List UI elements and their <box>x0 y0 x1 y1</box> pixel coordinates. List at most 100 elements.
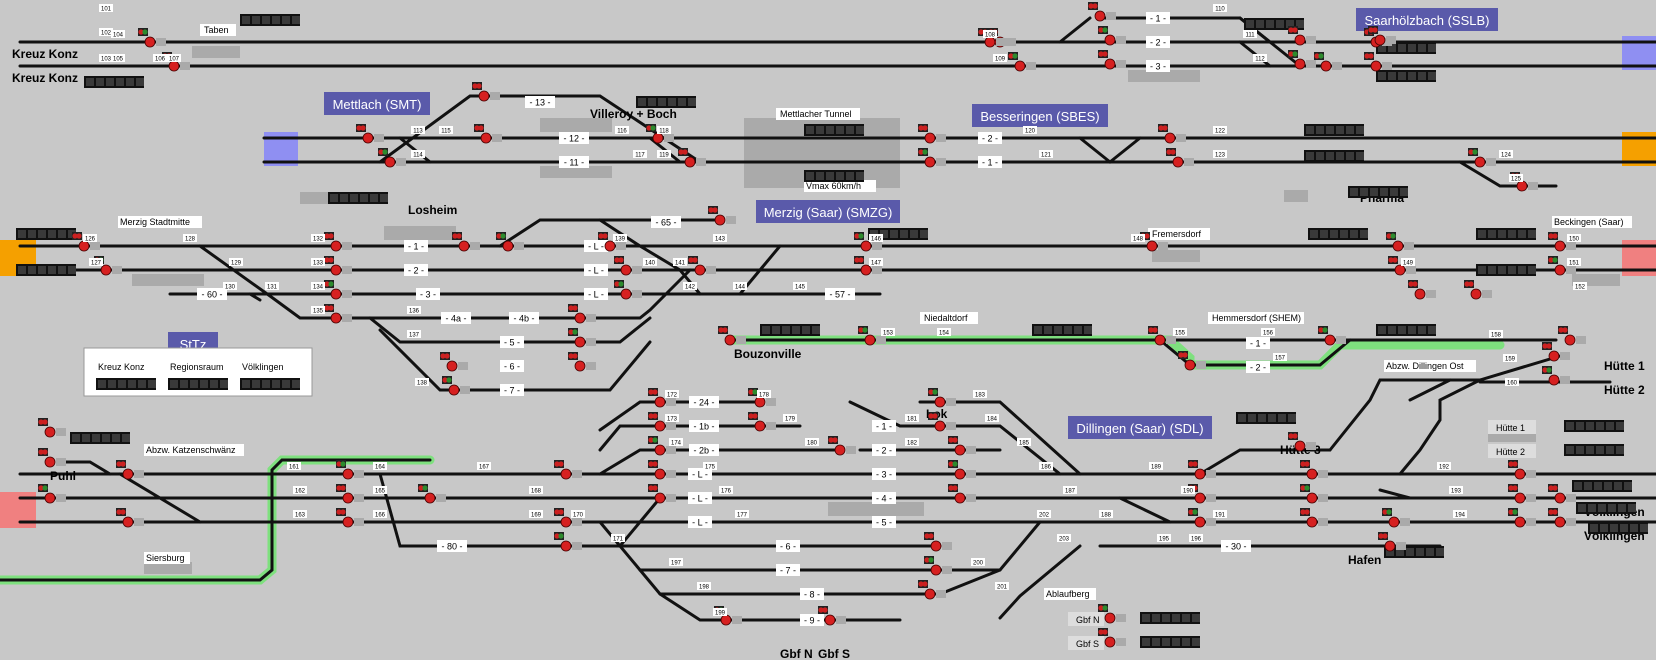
signal[interactable] <box>614 280 642 300</box>
signal[interactable] <box>854 256 882 276</box>
signal[interactable] <box>1178 351 1206 371</box>
switch-173[interactable]: 173 <box>665 414 679 423</box>
signal[interactable] <box>918 148 946 168</box>
train-number-field[interactable] <box>1588 522 1648 534</box>
switch-168[interactable]: 168 <box>529 486 543 495</box>
train-number-field[interactable] <box>1304 124 1364 136</box>
switch-143[interactable]: 143 <box>713 234 727 243</box>
track-number-sdl_upper-24[interactable]: - 24 - <box>689 396 719 408</box>
signal[interactable] <box>1318 326 1346 346</box>
track-number-sdl_l-L[interactable]: - L - <box>688 516 712 528</box>
station-sbes[interactable]: Besseringen (SBES) <box>972 104 1108 127</box>
switch-203[interactable]: 203 <box>1057 534 1071 543</box>
signal[interactable] <box>378 148 406 168</box>
signal[interactable] <box>598 232 626 252</box>
track-number-smzg-4b[interactable]: - 4b - <box>509 312 539 324</box>
switch-107[interactable]: 107 <box>167 54 181 63</box>
track-number-sslb-3[interactable]: - 3 - <box>1146 60 1170 72</box>
train-number-field[interactable] <box>328 192 388 204</box>
switch-187[interactable]: 187 <box>1063 486 1077 495</box>
signal[interactable] <box>1158 124 1186 144</box>
switch-183[interactable]: 183 <box>973 390 987 399</box>
signal[interactable] <box>554 460 582 480</box>
switch-125[interactable]: 125 <box>1509 174 1523 183</box>
signal[interactable] <box>324 304 352 324</box>
train-number-field[interactable] <box>1564 420 1624 432</box>
switch-163[interactable]: 163 <box>293 510 307 519</box>
switch-105[interactable]: 105 <box>111 54 125 63</box>
track-number-sdl_upper-2b[interactable]: - 2b - <box>689 444 719 456</box>
station-smt[interactable]: Mettlach (SMT) <box>324 92 430 115</box>
switch-161[interactable]: 161 <box>287 462 301 471</box>
track-number-shem-1[interactable]: - 1 - <box>1246 337 1270 349</box>
switch-110[interactable]: 110 <box>1213 4 1227 13</box>
switch-103[interactable]: 103 <box>99 54 113 63</box>
switch-160[interactable]: 160 <box>1505 378 1519 387</box>
track-number-sslb-1[interactable]: - 1 - <box>1146 12 1170 24</box>
track-number-sdl_lower-80[interactable]: - 80 - <box>437 540 467 552</box>
switch-113[interactable]: 113 <box>411 126 425 135</box>
switch-164[interactable]: 164 <box>373 462 387 471</box>
signal[interactable] <box>614 256 642 276</box>
switch-189[interactable]: 189 <box>1149 462 1163 471</box>
track-number-smt-11[interactable]: - 11 - <box>559 156 589 168</box>
signal[interactable] <box>1468 148 1496 168</box>
switch-169[interactable]: 169 <box>529 510 543 519</box>
switch-197[interactable]: 197 <box>669 558 683 567</box>
track-number-smt-12[interactable]: - 12 - <box>559 132 589 144</box>
switch-193[interactable]: 193 <box>1449 486 1463 495</box>
switch-186[interactable]: 186 <box>1039 462 1053 471</box>
signal[interactable] <box>1508 508 1536 528</box>
track-number-smzg_l-L[interactable]: - L - <box>584 240 608 252</box>
train-number-field[interactable] <box>1348 186 1408 198</box>
signal[interactable] <box>336 508 364 528</box>
track-number-shem-2[interactable]: - 2 - <box>1246 361 1270 373</box>
switch-119[interactable]: 119 <box>657 150 671 159</box>
station-smzg[interactable]: Merzig (Saar) (SMZG) <box>756 200 900 223</box>
signal[interactable] <box>568 328 596 348</box>
signal[interactable] <box>858 326 886 346</box>
signal[interactable] <box>1548 484 1576 504</box>
signal[interactable] <box>336 484 364 504</box>
signal[interactable] <box>38 418 66 438</box>
signal[interactable] <box>568 304 596 324</box>
signal[interactable] <box>1098 26 1126 46</box>
signal[interactable] <box>948 460 976 480</box>
signal[interactable] <box>918 124 946 144</box>
signal[interactable] <box>496 232 524 252</box>
switch-180[interactable]: 180 <box>805 438 819 447</box>
signal[interactable] <box>1148 326 1176 346</box>
signal[interactable] <box>1364 52 1392 72</box>
switch-157[interactable]: 157 <box>1273 353 1287 362</box>
track-number-sdl_lower-8[interactable]: - 8 - <box>800 588 824 600</box>
switch-177[interactable]: 177 <box>735 510 749 519</box>
train-number-field[interactable] <box>804 124 864 136</box>
signal[interactable] <box>38 484 66 504</box>
signal[interactable] <box>138 28 166 48</box>
signal[interactable] <box>1408 280 1436 300</box>
switch-159[interactable]: 159 <box>1503 354 1517 363</box>
train-number-field[interactable] <box>1572 480 1632 492</box>
signal[interactable] <box>474 124 502 144</box>
switch-112[interactable]: 112 <box>1253 54 1267 63</box>
signal[interactable] <box>1008 52 1036 72</box>
train-number-field[interactable] <box>1236 412 1296 424</box>
train-number-field[interactable] <box>804 170 864 182</box>
signal[interactable] <box>648 436 676 456</box>
signal[interactable] <box>924 556 952 576</box>
signal[interactable] <box>648 388 676 408</box>
switch-151[interactable]: 151 <box>1567 258 1581 267</box>
track-number-smzg_l-L[interactable]: - L - <box>584 288 608 300</box>
train-number-field[interactable] <box>1032 324 1092 336</box>
switch-129[interactable]: 129 <box>229 258 243 267</box>
track-number-sdl_upper-3[interactable]: - 3 - <box>872 468 896 480</box>
track-number-smzg-1[interactable]: - 1 - <box>404 240 428 252</box>
track-number-smzg-7[interactable]: - 7 - <box>500 384 524 396</box>
switch-171[interactable]: 171 <box>611 534 625 543</box>
switch-194[interactable]: 194 <box>1453 510 1467 519</box>
station-sdl[interactable]: Dillingen (Saar) (SDL) <box>1068 416 1212 439</box>
switch-145[interactable]: 145 <box>793 282 807 291</box>
signal[interactable] <box>1166 148 1194 168</box>
signal[interactable] <box>1378 532 1406 552</box>
track-number-sdl_upper-4[interactable]: - 4 - <box>872 492 896 504</box>
